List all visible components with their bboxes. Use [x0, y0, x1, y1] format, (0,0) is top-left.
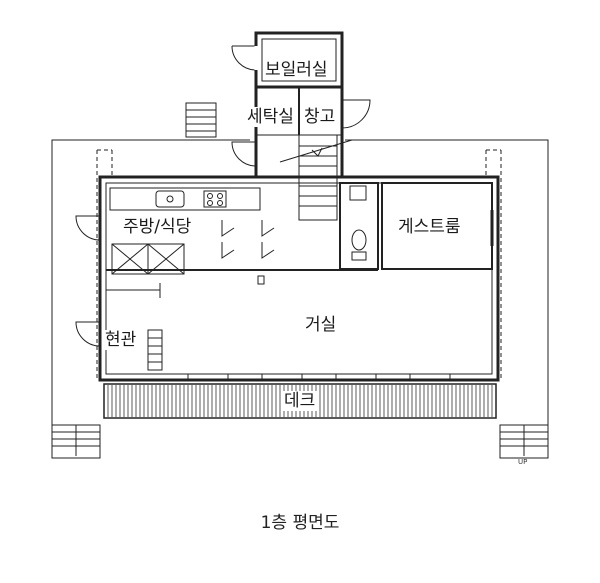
- outdoor-stair: [185, 102, 217, 138]
- stair-up-marker: UP: [518, 458, 528, 466]
- room-label-deck: 데크: [282, 391, 318, 411]
- site-boundary: [51, 139, 250, 458]
- stove-icon: [203, 190, 227, 208]
- dining-chairs: [221, 220, 275, 259]
- room-label-living: 거실: [303, 315, 339, 335]
- kitchen-counter: [109, 187, 261, 211]
- deck-planks: [107, 385, 493, 417]
- room-label-guest: 게스트룸: [396, 217, 463, 237]
- bathroom: [339, 182, 379, 270]
- plan-caption: 1층 평면도: [260, 513, 340, 533]
- room-label-laundry: 세탁실: [245, 107, 296, 127]
- room-label-boiler: 보일러실: [263, 60, 330, 80]
- room-label-entrance: 현관: [103, 330, 139, 350]
- room-label-storage: 창고: [302, 107, 338, 127]
- site-boundary-right: [345, 139, 549, 458]
- deck: [103, 383, 497, 419]
- entrance-stair: [147, 329, 163, 371]
- sink-icon: [155, 190, 185, 208]
- toilet-icon: [351, 229, 367, 251]
- room-label-kitchen: 주방/식당: [121, 217, 194, 237]
- south-windows: [187, 373, 451, 381]
